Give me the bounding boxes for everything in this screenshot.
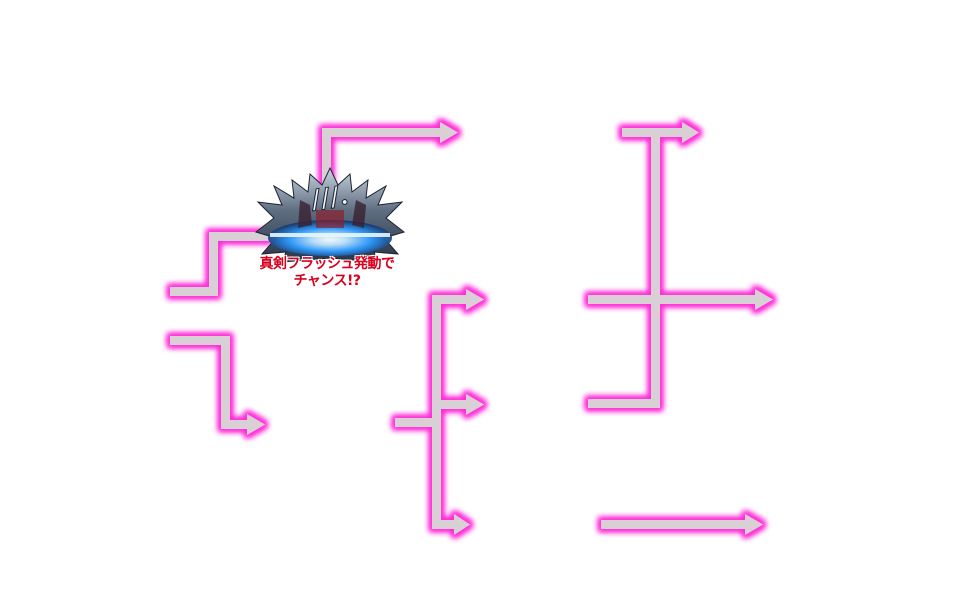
caption-line-2: チャンス!?	[293, 273, 361, 289]
flash-chance-caption: 真剣フラッシュ発動で チャンス!?	[232, 256, 422, 290]
path-left-stair	[170, 232, 269, 296]
path-lower-left-bend	[170, 336, 265, 435]
path-bottom-right-arrow	[601, 514, 763, 535]
path-middle-fork	[395, 289, 484, 535]
svg-text:///.: ///.	[309, 181, 350, 216]
flash-burst-icon: ///.	[254, 166, 406, 263]
caption-line-1: 真剣フラッシュ発動で	[259, 256, 396, 272]
path-upper-bracket	[322, 122, 458, 188]
path-right-cross	[588, 122, 773, 408]
